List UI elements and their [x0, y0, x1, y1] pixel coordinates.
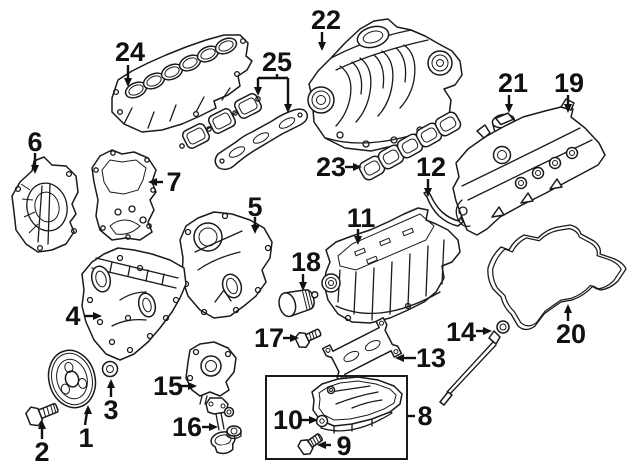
part-oil-strainer — [205, 397, 236, 455]
callout-arrow-12 — [424, 179, 432, 197]
part-seal-rings — [223, 406, 242, 440]
callout-arrow-23 — [345, 163, 362, 171]
callout-label-11: 11 — [347, 203, 376, 233]
part-upper-intake-manifold — [307, 18, 463, 152]
callout-label-19: 19 — [554, 68, 584, 98]
part-pulley-bolt — [25, 402, 59, 427]
callout-arrow-25 — [254, 74, 292, 113]
part-oil-filter — [278, 289, 319, 318]
callout-label-21: 21 — [498, 68, 528, 98]
callout-label-24: 24 — [115, 37, 145, 67]
callout-label-4: 4 — [65, 301, 80, 331]
callout-arrow-5 — [251, 217, 259, 234]
callout-arrow-1 — [83, 405, 92, 426]
callout-label-10: 10 — [273, 405, 303, 435]
callout-label-3: 3 — [103, 395, 118, 425]
part-upper-oil-pan — [321, 207, 461, 324]
callout-label-15: 15 — [153, 371, 183, 401]
part-front-cover-gasket — [91, 149, 157, 241]
part-crankshaft-seal — [101, 360, 119, 378]
callout-label-12: 12 — [416, 152, 446, 182]
part-intake-gasket-front — [179, 93, 263, 149]
callout-arrow-14 — [476, 327, 492, 335]
callout-arrow-16 — [202, 423, 218, 431]
callout-label-2: 2 — [34, 437, 49, 467]
part-lower-intake-manifold — [111, 34, 253, 133]
callout-arrow-13 — [395, 354, 416, 362]
part-baffle-plate — [321, 316, 403, 386]
callout-arrow-10 — [301, 416, 318, 424]
callout-arrow-7 — [148, 178, 163, 186]
callout-arrow-17 — [283, 334, 299, 342]
callout-arrow-19 — [564, 95, 572, 113]
part-dipstick — [439, 320, 510, 406]
callout-label-14: 14 — [446, 317, 476, 347]
callout-arrow-4 — [84, 312, 102, 320]
part-drain-plug-washer — [315, 414, 329, 428]
callout-arrow-15 — [180, 382, 197, 390]
callout-arrow-6 — [31, 153, 39, 174]
callout-arrow-22 — [318, 32, 326, 51]
callout-label-16: 16 — [172, 412, 202, 442]
callout-label-5: 5 — [247, 192, 262, 222]
callout-label-13: 13 — [416, 343, 446, 373]
callout-arrow-21 — [505, 95, 513, 113]
callout-arrow-24 — [124, 65, 132, 87]
part-rear-timing-cover — [179, 211, 273, 319]
callout-label-25: 25 — [262, 47, 292, 77]
part-intake-gasket-rear — [214, 108, 309, 171]
part-front-timing-cover — [81, 247, 187, 361]
part-kit-box — [265, 375, 408, 460]
callout-arrow-20 — [564, 304, 572, 321]
part-mount-bolt — [294, 328, 322, 348]
callout-label-23: 23 — [316, 152, 346, 182]
part-intake-manifold-gasket-set — [358, 111, 462, 181]
callout-arrow-2 — [38, 420, 46, 439]
part-crankshaft-pulley — [47, 349, 97, 409]
callout-label-17: 17 — [254, 323, 284, 353]
part-water-pump-cover — [11, 156, 79, 253]
callout-label-22: 22 — [311, 5, 341, 35]
part-valve-cover-gasket — [487, 224, 627, 331]
callout-label-7: 7 — [166, 167, 181, 197]
callout-arrow-18 — [299, 274, 307, 291]
callout-label-20: 20 — [556, 319, 586, 349]
callout-arrow-11 — [354, 229, 362, 245]
callout-label-6: 6 — [27, 127, 42, 157]
callout-label-9: 9 — [336, 431, 351, 461]
callout-arrow-9 — [317, 441, 331, 449]
part-valve-cover — [452, 98, 606, 236]
part-oil-pump-cover — [185, 341, 237, 405]
callout-label-8: 8 — [417, 401, 432, 431]
callout-arrow-3 — [107, 379, 115, 397]
part-drain-bolt — [297, 433, 323, 456]
callouts: 1 2 3 4 5 6 7 8 9 — [27, 5, 586, 467]
callout-label-18: 18 — [291, 247, 321, 277]
callout-label-1: 1 — [78, 423, 93, 453]
